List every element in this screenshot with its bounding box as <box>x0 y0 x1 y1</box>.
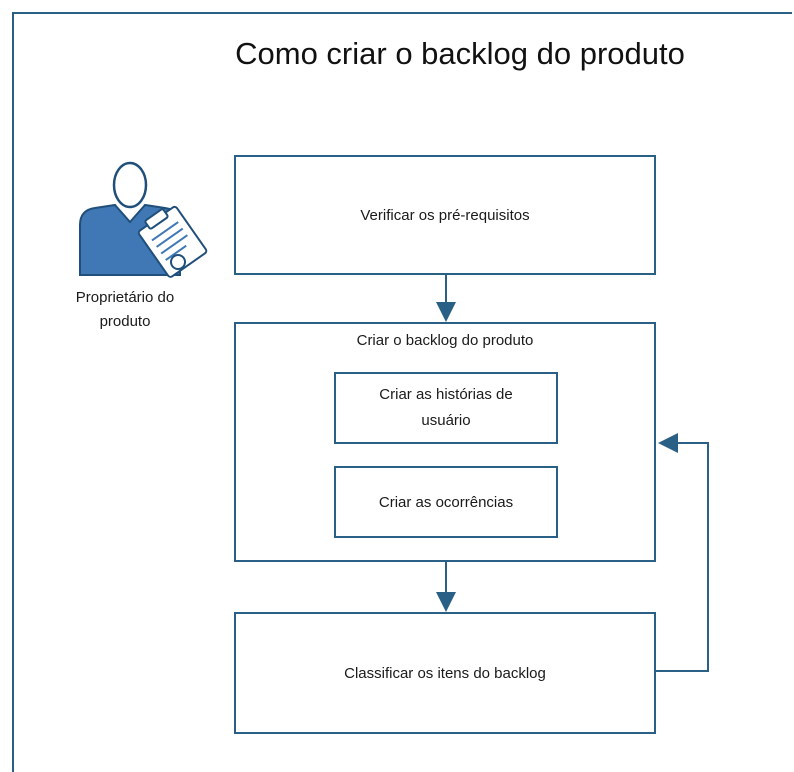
substep-issues-label: Criar as ocorrências <box>378 493 514 511</box>
step-verify-label: Verificar os pré-requisitos <box>360 206 530 224</box>
step-verify-prerequisites: Verificar os pré-requisitos <box>234 155 656 275</box>
step-prioritize-label: Classificar os itens do backlog <box>344 664 546 682</box>
step-create-backlog-label: Criar o backlog do produto <box>356 332 534 349</box>
substep-user-stories-line1: Criar as histórias de <box>379 386 513 403</box>
diagram-title: Como criar o backlog do produto <box>235 36 685 71</box>
substep-create-issues: Criar as ocorrências <box>334 466 558 538</box>
product-owner-icon <box>79 161 208 278</box>
actor-label-line2: produto <box>99 313 151 330</box>
diagram-frame <box>12 12 792 772</box>
substep-create-user-stories: Criar as histórias de usuário <box>334 372 558 444</box>
arrow-loop-back <box>656 433 709 672</box>
substep-user-stories-line2: usuário <box>421 412 471 429</box>
step-prioritize-backlog: Classificar os itens do backlog <box>234 612 656 734</box>
actor-label: Proprietário do produto <box>40 286 210 334</box>
actor-label-line1: Proprietário do <box>75 289 175 306</box>
